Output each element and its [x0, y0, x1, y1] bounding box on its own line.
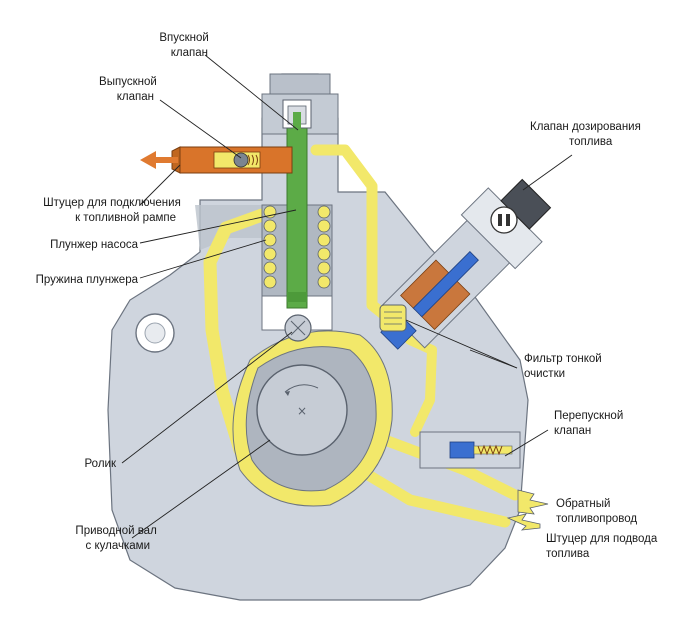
- label-fine-filter: Фильтр тонкой очистки: [524, 353, 605, 380]
- label-rail-fitting: Штуцер для подключения к топливной рампе: [43, 197, 184, 224]
- labels: Впускной клапан Выпускной клапан Штуцер …: [36, 32, 661, 560]
- label-outlet-valve: Выпускной клапан: [99, 76, 160, 103]
- channel-supply: [354, 464, 511, 528]
- leader-lines: [121, 54, 573, 539]
- drive-shaft-icon: [256, 364, 348, 456]
- channel-filter-bypass: [405, 335, 437, 437]
- channel-to-metering: [310, 144, 399, 328]
- label-drive-shaft: Приводной вал с кулачками: [75, 525, 160, 552]
- label-return-line: Обратный топливопровод: [556, 498, 637, 525]
- inlet-valve-icon: [282, 99, 312, 136]
- return-arrow-icon: [517, 489, 549, 515]
- bypass-valve-icon: [419, 431, 521, 469]
- supply-arrow-icon: [506, 513, 541, 531]
- channel-return: [379, 434, 521, 501]
- outlet-valve-fitting: [171, 146, 293, 174]
- plunger-spring-icon: [263, 205, 331, 289]
- label-supply-fitting: Штуцер для подвода топлива: [546, 533, 661, 560]
- label-roller: Ролик: [85, 458, 117, 470]
- svg-text:×: ×: [297, 404, 307, 418]
- outlet-arrow-icon: [140, 151, 178, 169]
- label-plunger-spring: Пружина плунжера: [36, 274, 139, 286]
- label-bypass-valve: Перепускной клапан: [554, 410, 626, 437]
- label-metering-valve: Клапан дозирования топлива: [530, 121, 644, 148]
- label-inlet-valve: Впускной клапан: [159, 32, 212, 59]
- label-pump-plunger: Плунжер насоса: [50, 239, 139, 251]
- cam-chamber: ×: [232, 330, 393, 507]
- fine-filter-icon: [379, 304, 407, 332]
- metering-connector-icon: [490, 206, 518, 234]
- outlet-valve-ball-icon: [233, 152, 249, 168]
